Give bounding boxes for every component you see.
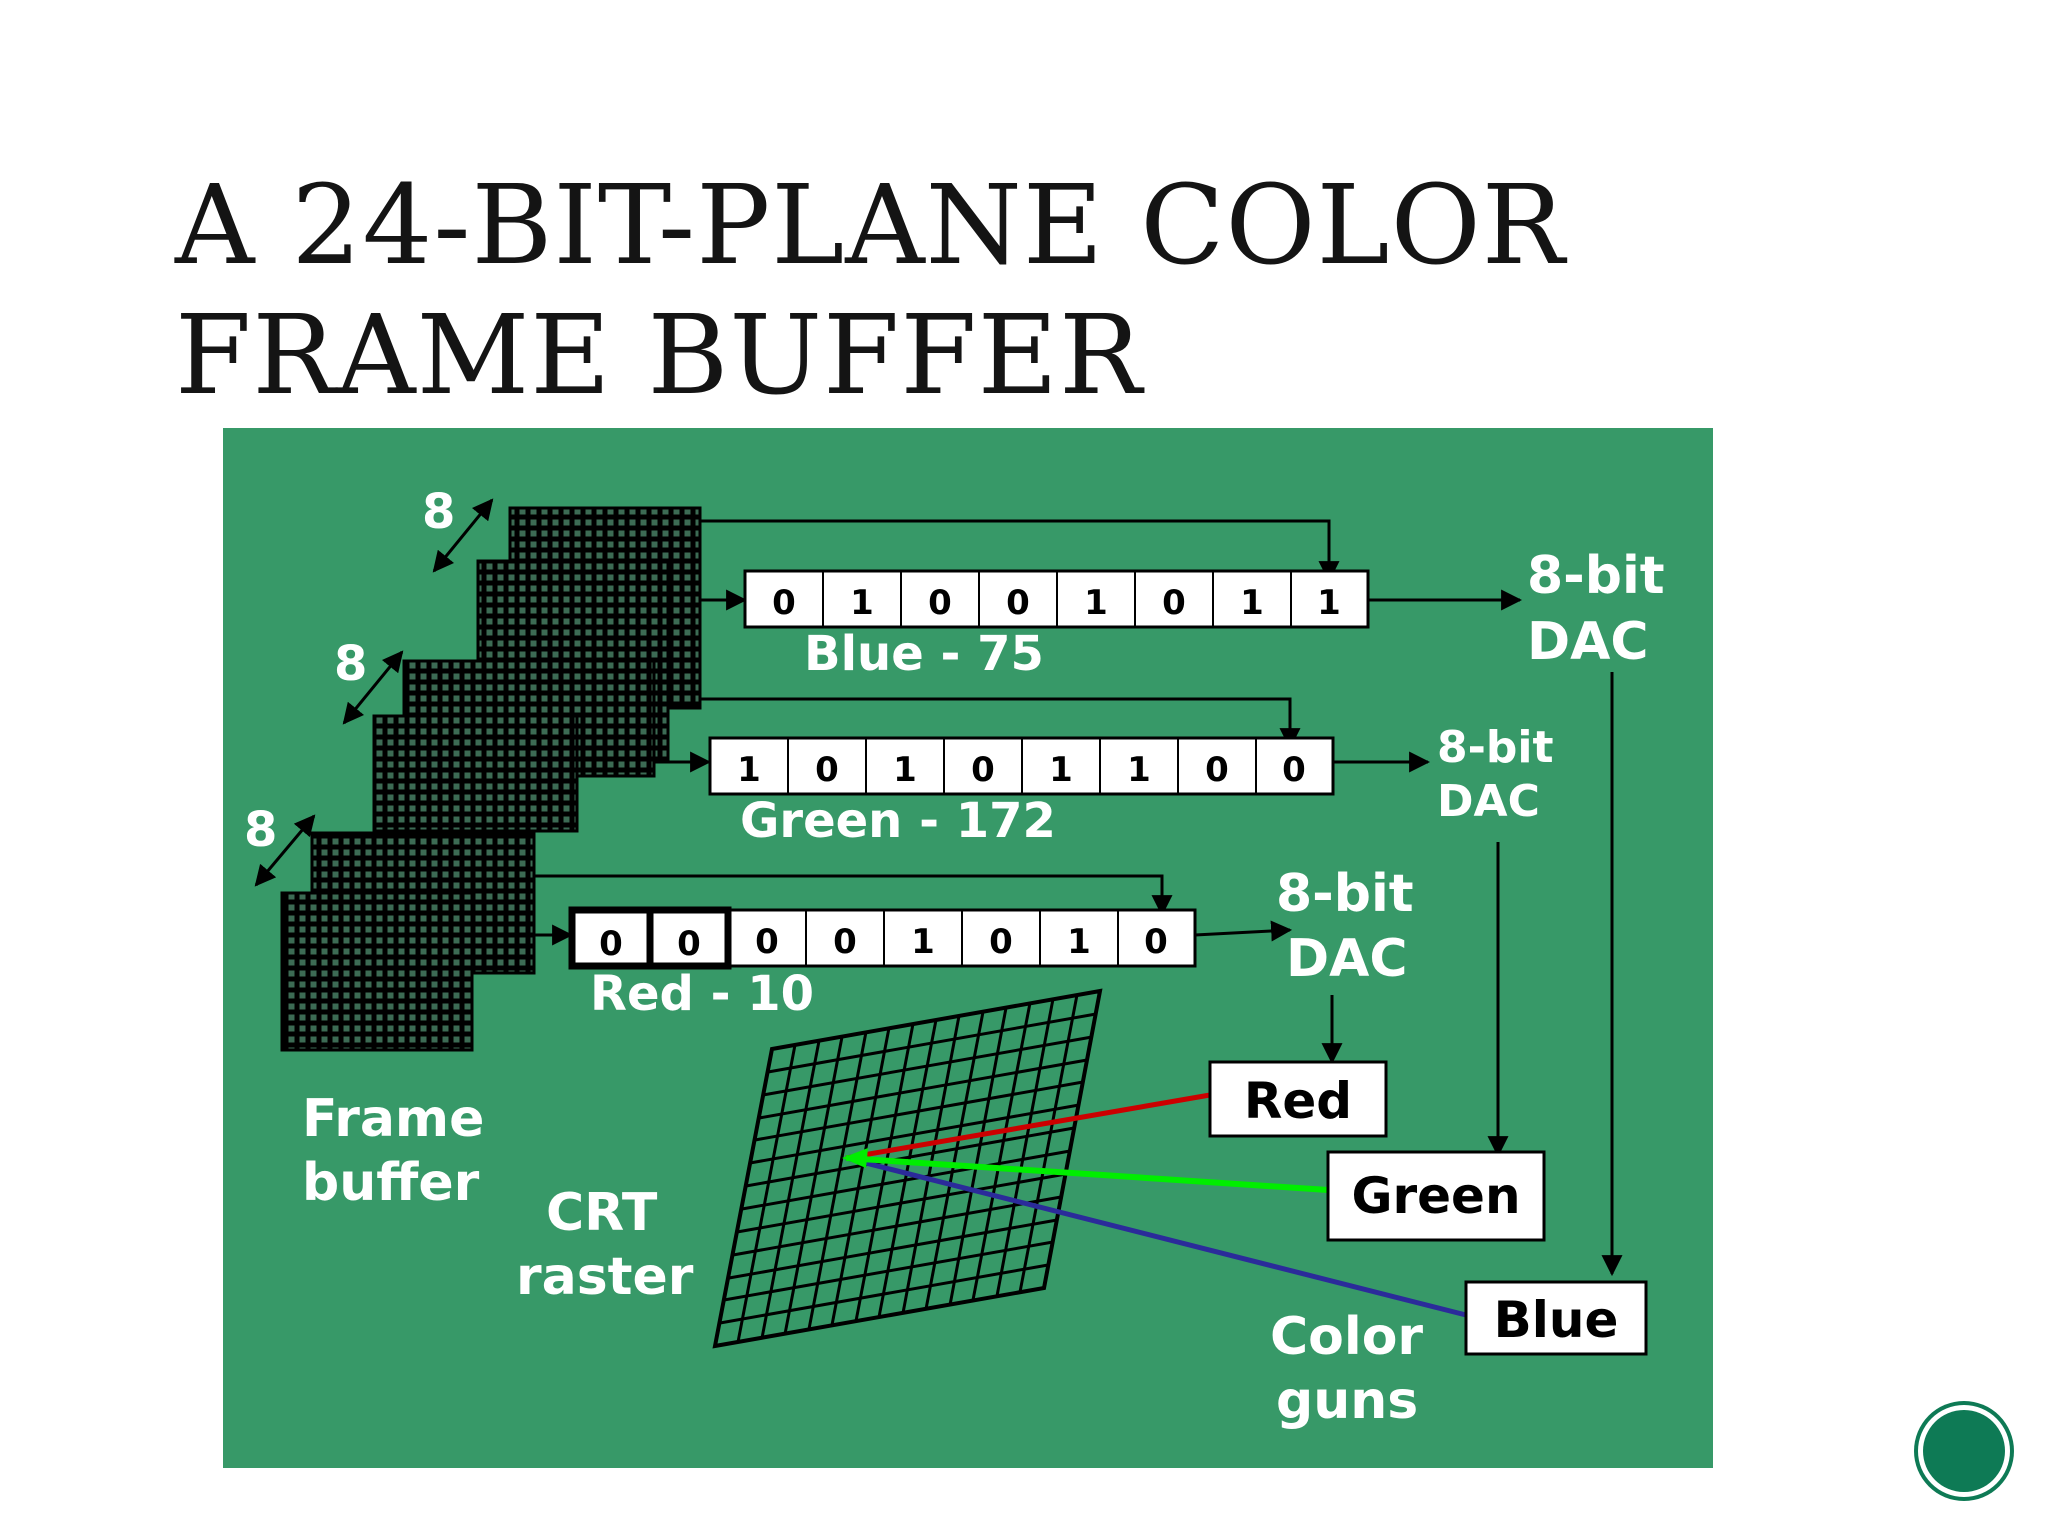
red-dac-label-line2: DAC: [1286, 929, 1408, 989]
green-register-caption: Green - 172: [740, 793, 1056, 849]
blue-dac-label-line1: 8-bit: [1527, 546, 1665, 606]
green-bit-6: 0: [815, 750, 839, 790]
frame-buffer-planes: [280, 506, 702, 1052]
blue-bit-0: 1: [1317, 583, 1341, 623]
depth-label-top: 8: [422, 484, 455, 540]
depth-label-middle: 8: [334, 636, 367, 692]
blue-register: 0 1 0 0 1 0 1 1: [743, 569, 1370, 629]
green-bit-5: 1: [893, 750, 917, 790]
red-register: 0 0 0 0 1 0 1 0: [568, 906, 1197, 970]
depth-label-bottom: 8: [244, 802, 277, 858]
title-line-2: FRAME BUFFER: [175, 291, 1143, 419]
crt-raster: [712, 988, 1103, 1349]
blue-bit-2: 0: [1162, 583, 1186, 623]
slide-nav-button[interactable]: [1923, 1410, 2005, 1492]
blue-dac-label-line2: DAC: [1527, 612, 1649, 672]
blue-gun-label: Blue: [1494, 1291, 1619, 1349]
red-dac-label-line1: 8-bit: [1276, 864, 1414, 924]
red-bit-7: 0: [599, 924, 623, 964]
blue-beam: [845, 1155, 1467, 1318]
blue-register-caption: Blue - 75: [804, 626, 1044, 682]
green-beam: [845, 1155, 1329, 1193]
color-guns-label-line2: guns: [1276, 1371, 1418, 1431]
title-line-1: A 24-BIT-PLANE COLOR: [175, 161, 1566, 289]
red-bit-0: 0: [1144, 922, 1168, 962]
slide-title: A 24-BIT-PLANE COLOR FRAME BUFFER: [175, 160, 1795, 420]
red-bit-6: 0: [677, 924, 701, 964]
red-bit-2: 0: [989, 922, 1013, 962]
green-bit-4: 0: [971, 750, 995, 790]
green-dac-label-line2: DAC: [1437, 776, 1540, 827]
beam-convergence-arrowhead: [842, 1148, 868, 1168]
green-dac-label-line1: 8-bit: [1437, 722, 1554, 773]
red-bit-1: 1: [1067, 922, 1091, 962]
green-bit-3: 1: [1049, 750, 1073, 790]
color-guns-label-line1: Color: [1270, 1307, 1423, 1367]
frame-buffer-label-line1: Frame: [302, 1089, 484, 1149]
crt-label-line2: raster: [516, 1247, 694, 1307]
blue-bit-7: 0: [772, 583, 796, 623]
blue-bit-4: 0: [1006, 583, 1030, 623]
blue-gun: Blue: [1464, 1280, 1648, 1356]
red-bit-3: 1: [911, 922, 935, 962]
crt-label-line1: CRT: [546, 1183, 658, 1243]
red-gun: Red: [1208, 1060, 1388, 1138]
green-gun-label: Green: [1351, 1167, 1520, 1225]
red-gun-label: Red: [1244, 1072, 1352, 1130]
connector-lines: [472, 519, 1623, 1277]
frame-buffer-label-line2: buffer: [302, 1153, 480, 1213]
green-bit-7: 1: [737, 750, 761, 790]
green-bit-0: 0: [1282, 750, 1306, 790]
red-bit-4: 0: [833, 922, 857, 962]
green-bit-2: 1: [1127, 750, 1151, 790]
red-register-caption: Red - 10: [590, 966, 814, 1022]
blue-bit-3: 1: [1084, 583, 1108, 623]
blue-bit-5: 0: [928, 583, 952, 623]
green-bit-1: 0: [1205, 750, 1229, 790]
green-gun: Green: [1326, 1150, 1546, 1242]
depth-arrows: [254, 498, 494, 887]
green-register: 1 0 1 0 1 1 0 0: [708, 736, 1335, 796]
blue-bit-1: 1: [1240, 583, 1264, 623]
red-beam: [845, 1092, 1211, 1161]
blue-bit-6: 1: [850, 583, 874, 623]
red-bit-5: 0: [755, 922, 779, 962]
